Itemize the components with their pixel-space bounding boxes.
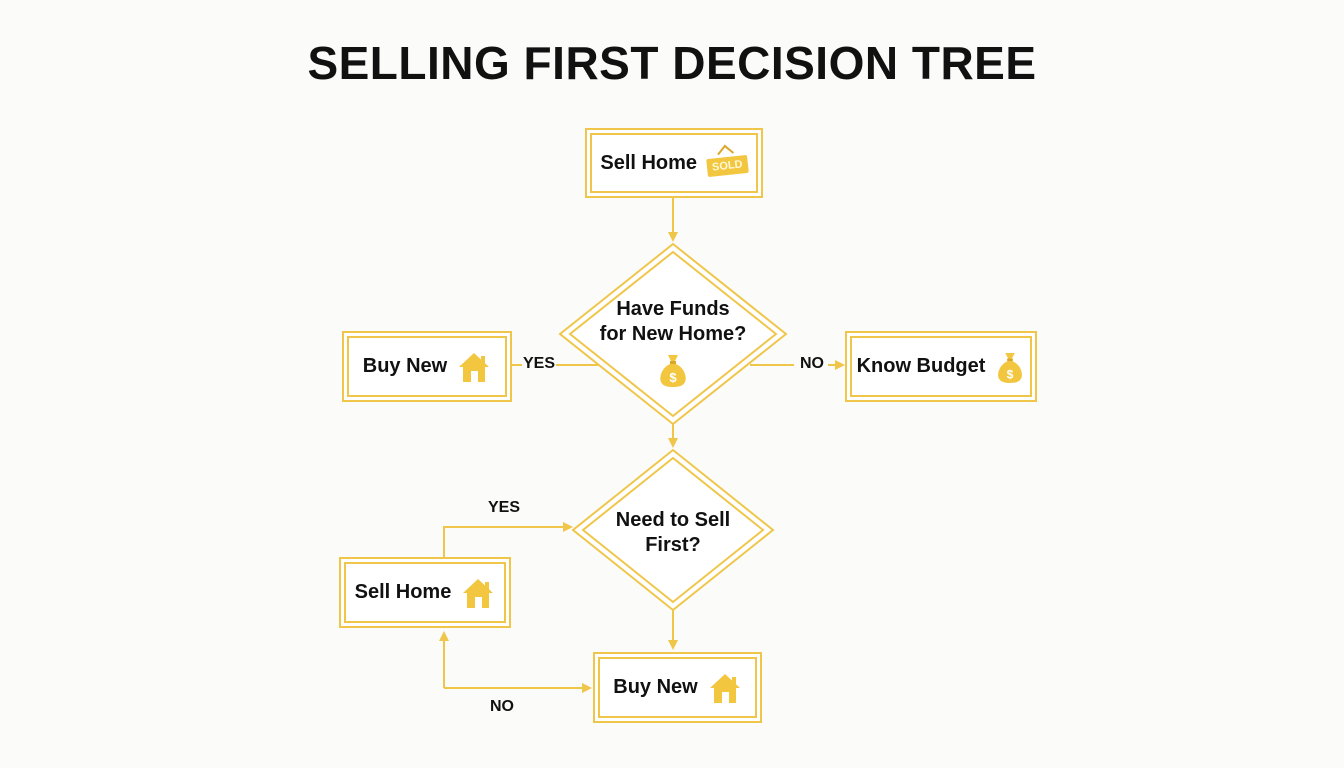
node-know-budget: Know Budget $ xyxy=(845,331,1037,402)
edge-sell-yes xyxy=(443,522,573,558)
edge-label-funds-yes: YES xyxy=(523,355,556,372)
svg-text:$: $ xyxy=(1007,367,1014,381)
edge-label-funds-no: NO xyxy=(800,355,824,372)
need-sell-decision-text: Need to Sell First? xyxy=(573,508,773,558)
funds-decision-line1: Have Funds xyxy=(616,298,730,320)
node-sell-home-top: Sell Home SOLD xyxy=(585,128,763,198)
funds-decision-text: Have Funds for New Home? $ xyxy=(573,297,773,395)
node-label: Sell Home xyxy=(600,151,698,174)
edge-label-sell-no: NO xyxy=(490,698,514,715)
node-buy-new-left: Buy New xyxy=(342,331,512,402)
node-sell-home-left: Sell Home xyxy=(339,557,511,628)
house-icon xyxy=(708,671,742,705)
edge-label-sell-yes: YES xyxy=(488,499,521,516)
funds-decision-line2: for New Home? xyxy=(599,323,747,345)
svg-text:$: $ xyxy=(669,370,677,385)
house-icon xyxy=(457,350,491,384)
money-bag-icon: $ xyxy=(573,352,773,395)
node-label: Sell Home xyxy=(354,581,452,603)
need-sell-line1: Need to Sell xyxy=(615,509,731,531)
node-buy-new-bottom: Buy New xyxy=(593,652,762,723)
money-bag-icon: $ xyxy=(995,349,1025,385)
node-label: Know Budget xyxy=(856,355,986,377)
page-title: SELLING FIRST DECISION TREE xyxy=(307,37,1037,89)
house-icon xyxy=(461,576,495,610)
node-label: Buy New xyxy=(613,676,698,698)
node-label: Buy New xyxy=(362,355,448,377)
sold-sign-icon: SOLD xyxy=(706,151,749,178)
need-sell-line2: First? xyxy=(645,534,701,556)
